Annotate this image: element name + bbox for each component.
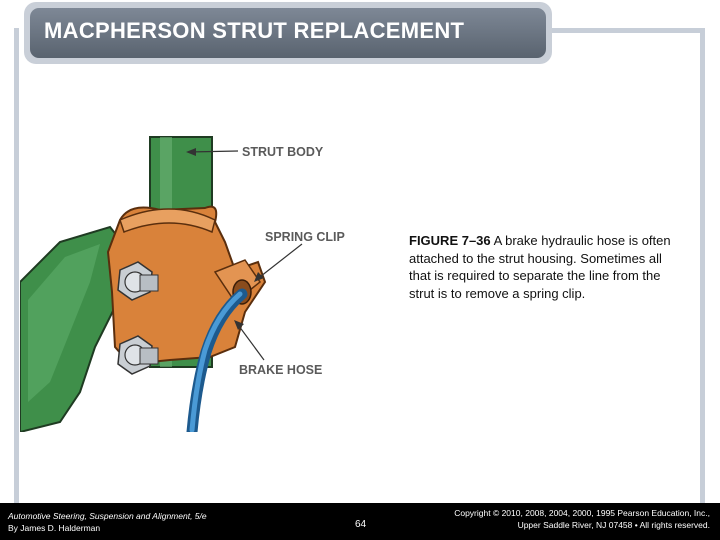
slide-frame-right	[700, 28, 705, 508]
label-spring-clip: SPRING CLIP	[265, 230, 345, 244]
knuckle-highlight	[28, 244, 100, 402]
label-brake-hose: BRAKE HOSE	[239, 363, 322, 377]
footer-copyright: Copyright © 2010, 2008, 2004, 2000, 1995…	[454, 508, 710, 518]
strut-body-callout	[187, 150, 239, 153]
upper-bolt	[117, 261, 159, 301]
figure-caption: FIGURE 7–36 A brake hydraulic hose is of…	[409, 232, 671, 302]
strut-illustration: STRUT BODY SPRING CLIP BRAKE HOSE	[20, 136, 345, 432]
caption-text: A brake hydraulic hose is often attached…	[409, 233, 671, 301]
title-bar	[30, 8, 546, 58]
footer-book-info: Automotive Steering, Suspension and Alig…	[8, 510, 207, 534]
footer-copyright-block: Copyright © 2010, 2008, 2004, 2000, 1995…	[454, 507, 710, 531]
bracket-top-ring	[119, 208, 216, 234]
footer-book-title: Automotive Steering, Suspension and Alig…	[8, 511, 207, 521]
brake-hose-highlight	[189, 291, 243, 432]
lower-bolt	[117, 335, 159, 375]
slide-frame-top	[548, 28, 705, 33]
footer-author: By James D. Halderman	[8, 523, 101, 533]
strut-bracket	[106, 205, 267, 366]
label-strut-body: STRUT BODY	[242, 145, 324, 159]
slide-frame-left	[14, 28, 19, 508]
page-number: 64	[355, 519, 367, 530]
footer-bar: Automotive Steering, Suspension and Alig…	[0, 503, 720, 540]
slide-title: MACPHERSON STRUT REPLACEMENT	[44, 18, 465, 43]
spring-clip-callout	[255, 243, 303, 281]
figure-number: FIGURE 7–36	[409, 233, 491, 248]
footer-publisher: Upper Saddle River, NJ 07458 • All right…	[517, 520, 710, 530]
brake-hose-callout	[235, 321, 265, 361]
